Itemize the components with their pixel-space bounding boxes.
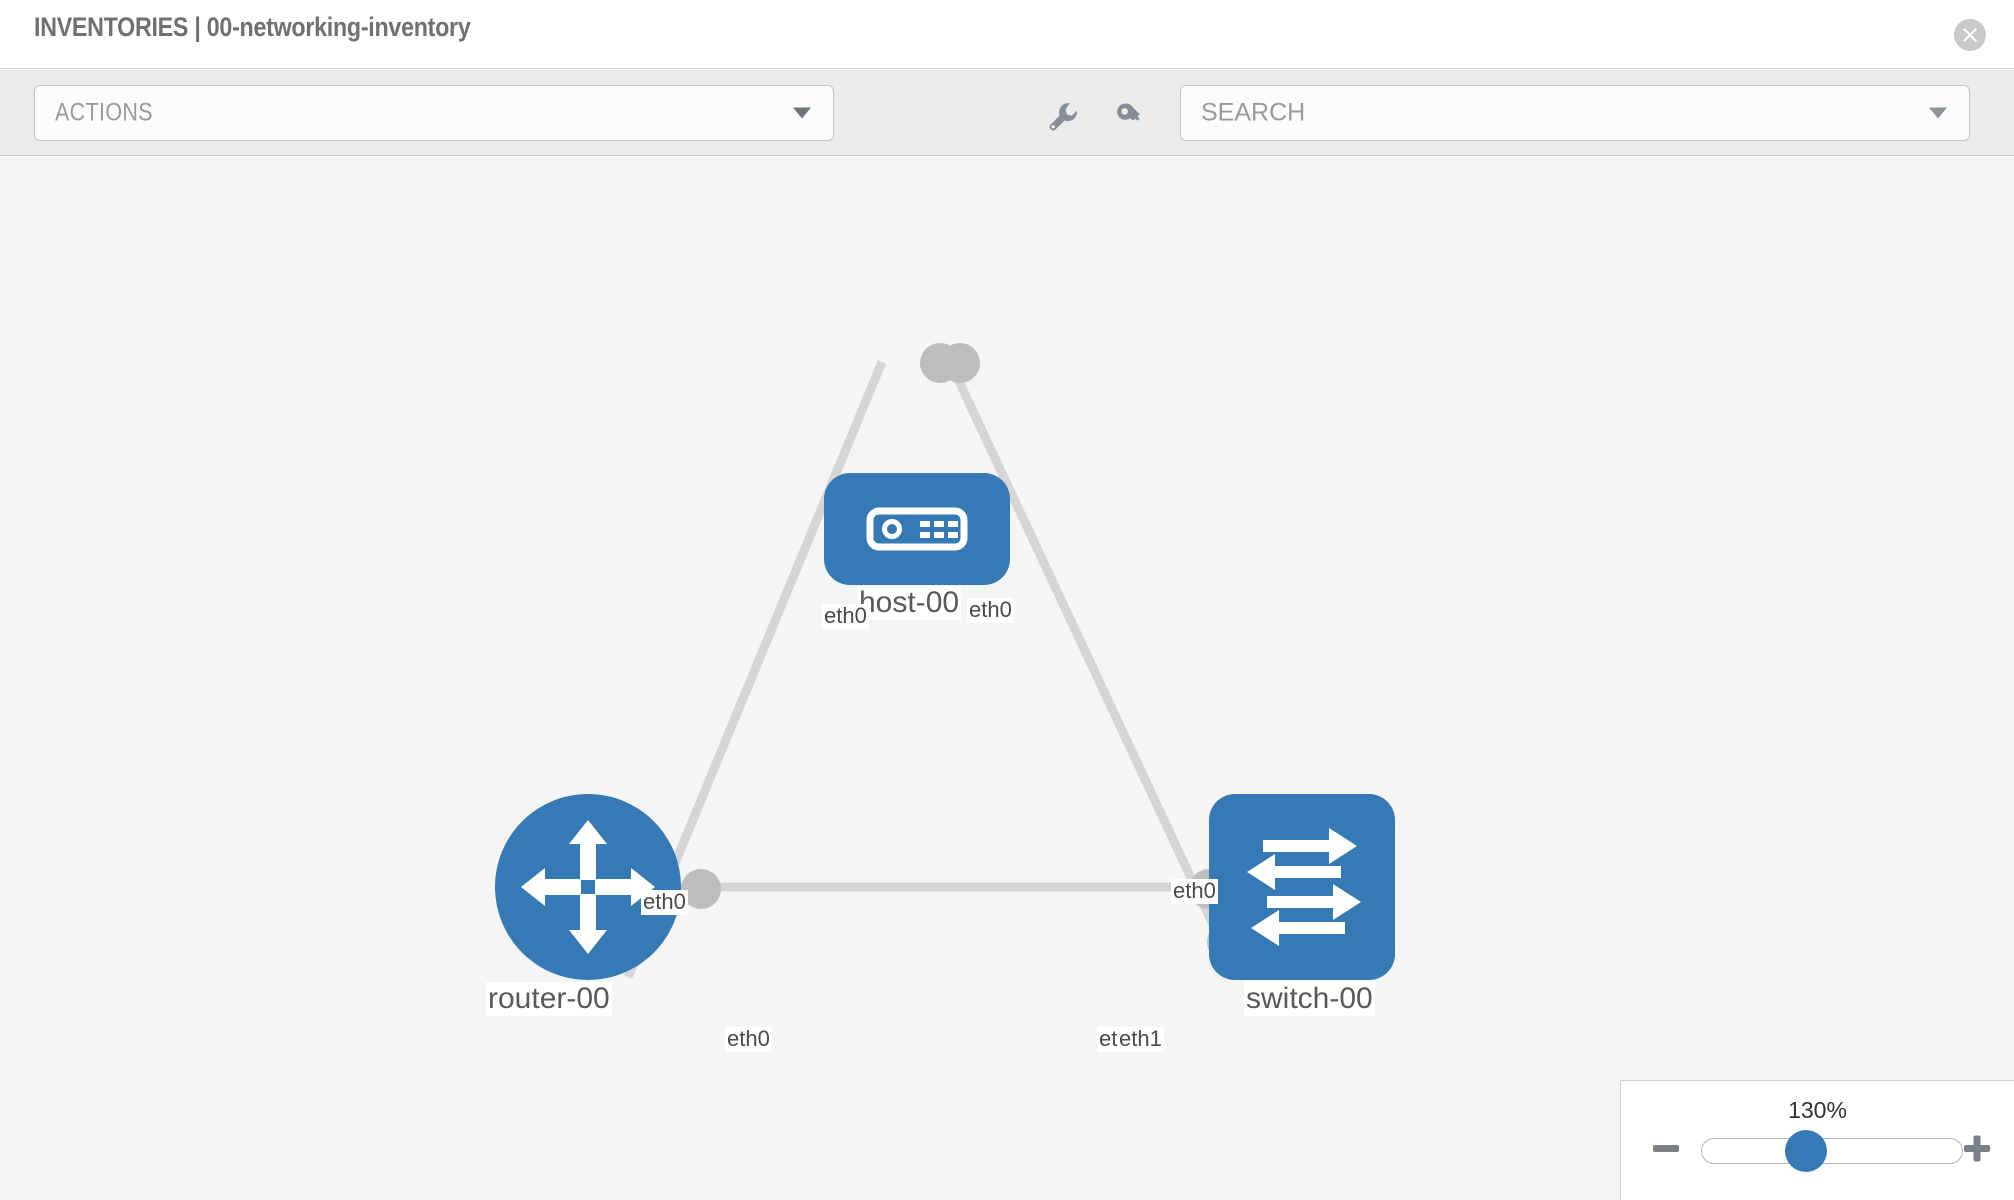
zoom-control-panel: 130%	[1620, 1080, 2014, 1200]
node-host-00-label: host-00	[857, 586, 962, 620]
link-host-switch[interactable]	[945, 360, 1233, 959]
iface-label-router-right: eth0	[725, 1026, 772, 1052]
chevron-down-icon[interactable]	[793, 107, 811, 119]
node-router-00-label: router-00	[486, 982, 612, 1016]
actions-dropdown[interactable]: ACTIONS	[34, 85, 834, 141]
zoom-in-icon[interactable]	[1960, 1131, 1994, 1165]
router-arrows-icon	[495, 794, 681, 985]
iface-label-router-up: eth0	[641, 889, 688, 915]
zoom-level-label: 130%	[1788, 1097, 1847, 1123]
zoom-slider[interactable]	[1701, 1138, 1963, 1164]
switch-arrows-icon	[1209, 794, 1395, 985]
topology-links	[623, 360, 1233, 979]
actions-dropdown-label: ACTIONS	[55, 98, 153, 127]
iface-label-switch-up: eth0	[1171, 878, 1218, 904]
node-switch-00-label: switch-00	[1244, 982, 1375, 1016]
search-dropdown[interactable]: SEARCH	[1180, 85, 1970, 141]
node-switch-00-shape[interactable]	[1209, 794, 1395, 980]
key-icon[interactable]	[1112, 99, 1146, 133]
zoom-out-icon[interactable]	[1649, 1131, 1683, 1165]
close-icon[interactable]	[1954, 19, 1986, 51]
node-host-00-shape[interactable]	[824, 473, 1010, 585]
wrench-icon[interactable]	[1045, 99, 1079, 133]
iface-label-host-right: eth0	[967, 597, 1014, 623]
page-title: INVENTORIES | 00-networking-inventory	[34, 12, 471, 42]
iface-label-host-left: eth0	[822, 603, 869, 629]
iface-nub-host-right[interactable]	[940, 343, 980, 383]
toolbar: ACTIONS SEARCH	[0, 70, 2014, 156]
chevron-down-icon[interactable]	[1929, 107, 1947, 119]
iface-label-switch-left: eth1	[1117, 1026, 1164, 1052]
search-input-placeholder[interactable]: SEARCH	[1201, 98, 1306, 127]
topology-canvas[interactable]: host-00 eth0 eth0 router-00 eth0 eth0	[0, 157, 2014, 1200]
server-icon	[824, 473, 1010, 590]
header-bar: INVENTORIES | 00-networking-inventory	[0, 0, 2014, 69]
zoom-slider-thumb[interactable]	[1785, 1130, 1827, 1172]
